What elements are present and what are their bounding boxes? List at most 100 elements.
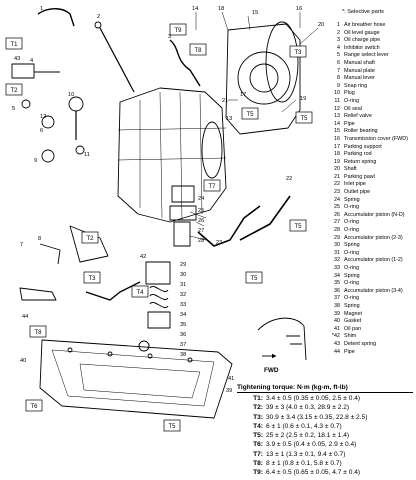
part-number: 18 [334, 151, 340, 158]
callout-33: 33 [180, 302, 186, 308]
svg-text:T3: T3 [88, 276, 96, 282]
part-name: Accumulator piston (3-4) [344, 287, 403, 294]
callout-15: 15 [252, 10, 258, 16]
svg-text:T8: T8 [34, 330, 42, 336]
part-number: *42 [331, 333, 340, 340]
part-name: Spring [344, 196, 360, 203]
callout-35: 35 [180, 322, 186, 328]
callout-36: 36 [180, 332, 186, 338]
part-name: Snap ring [344, 82, 368, 89]
callout-5: 5 [12, 106, 15, 112]
torque-tag-t2: T2 [5, 83, 23, 96]
callout-9: 9 [34, 158, 37, 164]
part-name: Shim [344, 333, 357, 340]
part-row: 21 Parking pawl [328, 174, 416, 182]
part-name: Oil pan [344, 325, 362, 332]
part-name: Range select lever [344, 52, 389, 59]
part-row: *42 Shim [328, 333, 416, 341]
part-number: 40 [334, 318, 340, 325]
torque-value: 3.4 ± 0.5 (0.35 ± 0.05, 2.5 ± 0.4) [266, 395, 361, 402]
callout-1: 1 [40, 6, 43, 12]
part-name: Roller bearing [344, 128, 378, 135]
svg-text:T1: T1 [10, 42, 18, 48]
svg-text:T5: T5 [250, 276, 258, 282]
torque-tag-t2b: T2 [81, 231, 99, 244]
callout-34: 34 [180, 312, 186, 318]
part-name: Magnet [344, 310, 362, 317]
part-name: Oil seal [344, 105, 362, 112]
callout-19: 19 [300, 96, 306, 102]
part-name: Pipe [344, 120, 355, 127]
part-name: O-ring [344, 204, 359, 211]
svg-text:T8: T8 [194, 48, 202, 54]
callout-23: 23 [216, 240, 222, 246]
callout-12: 12 [40, 114, 46, 120]
torque-tag-t5a: T5 [241, 107, 259, 120]
torque-code: T1: [253, 395, 263, 402]
callout-32: 32 [180, 292, 186, 298]
part-name: Oil charge pipe [344, 37, 381, 44]
part-number: 12 [334, 105, 340, 112]
torque-value: 25 ± 2 (2.5 ± 0.2, 18.1 ± 1.4) [266, 432, 350, 440]
svg-text:T5: T5 [246, 112, 254, 118]
callout-11: 11 [84, 152, 90, 158]
part-number: 29 [334, 234, 340, 241]
part-name: Accumulator piston (2-3) [344, 234, 403, 241]
part-number: 10 [334, 90, 340, 97]
part-number: 1 [337, 22, 340, 28]
torque-code: T5: [253, 432, 263, 440]
selective-parts-note: *: Selective parts [342, 9, 384, 15]
torque-row: T8:8 ± 1 (0.8 ± 0.1, 5.8 ± 0.7) [237, 459, 413, 468]
oil-charge-pipe [169, 39, 201, 87]
part-number: 26 [334, 211, 340, 218]
callout-21: 21 [222, 98, 228, 104]
part-name: Outlet pipe [344, 189, 371, 196]
part-number: 11 [334, 97, 340, 104]
part-number: 19 [334, 158, 340, 165]
torque-row: T2:39 ± 3 (4.0 ± 0.3, 28.9 ± 2.2) [237, 403, 413, 412]
part-number: 36 [334, 287, 340, 294]
torque-value: 30.9 ± 3.4 (3.15 ± 0.35, 22.8 ± 2.5) [266, 413, 368, 421]
part-name: Parking pawl [344, 173, 375, 180]
torque-tag-t5e: T5 [163, 419, 181, 432]
torque-row: T3:30.9 ± 3.4 (3.15 ± 0.35, 22.8 ± 2.5) [237, 413, 413, 422]
oil-level-gauge [99, 27, 135, 93]
part-name: O-ring [344, 280, 359, 287]
torque-title: Tightening torque: N·m (kg-m, ft-lb) [237, 384, 413, 393]
part-number: 32 [334, 257, 340, 264]
part-number: 34 [334, 272, 340, 279]
torque-tag-t4: T4 [131, 285, 149, 298]
torque-value: 6.4 ± 0.5 (0.65 ± 0.05, 4.7 ± 0.4) [266, 469, 361, 477]
part-number: 21 [334, 173, 340, 180]
callout-8: 8 [38, 236, 41, 242]
torque-code: T9: [253, 469, 263, 477]
part-name: Pipe [344, 348, 355, 355]
part-name: Manual plate [344, 67, 375, 74]
callout-30: 30 [180, 272, 186, 278]
